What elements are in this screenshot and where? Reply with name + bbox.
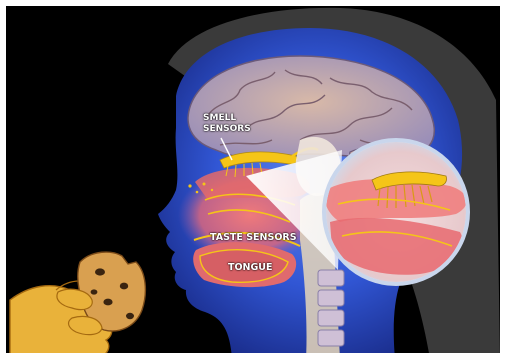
taste-sensors-label: TASTE SENSORS [210, 232, 297, 243]
smell-label-line-2: SENSORS [203, 124, 251, 135]
tongue-label: TONGUE [228, 262, 273, 273]
smell-label-line-1: SMELL [203, 113, 251, 124]
smell-sensors-label: SMELL SENSORS [203, 113, 251, 135]
